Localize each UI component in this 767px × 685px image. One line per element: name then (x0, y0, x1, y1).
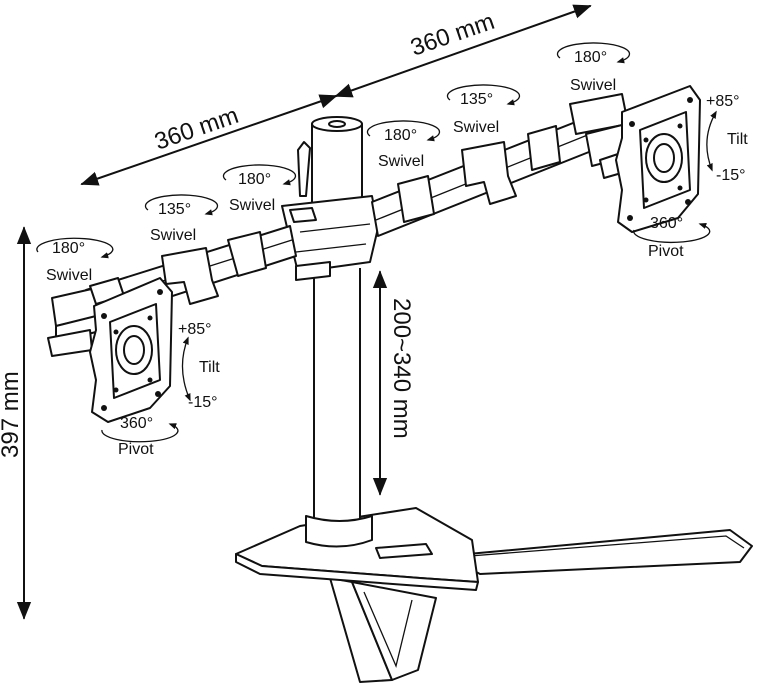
swivel-label-5: Swivel (453, 119, 499, 136)
swivel-callout-2: 135° Swivel (144, 194, 219, 244)
right-tilt-callout: +85° Tilt -15° (706, 93, 748, 184)
right-vesa-plate (615, 85, 701, 233)
swivel-label-1: Swivel (46, 267, 92, 284)
swivel-angle-5: 135° (460, 91, 493, 108)
right-tilt-up: +85° (706, 93, 740, 110)
swivel-callout-4: 180° Swivel (366, 120, 441, 170)
swivel-angle-2: 135° (158, 201, 191, 218)
width-left-label: 360 mm (151, 102, 242, 156)
right-tilt-down: -15° (716, 167, 746, 184)
left-tilt-callout: +85° Tilt -15° (178, 321, 220, 411)
swivel-callout-1: 180° Swivel (36, 237, 114, 284)
height-label: 397 mm (0, 371, 24, 458)
swivel-label-2: Swivel (150, 227, 196, 244)
swivel-label-4: Swivel (378, 153, 424, 170)
swivel-angle-6: 180° (574, 49, 607, 66)
right-pivot-label: Pivot (648, 243, 684, 260)
left-pivot-callout: 360° Pivot (101, 415, 179, 458)
width-right-label: 360 mm (407, 8, 498, 62)
left-pivot-label: Pivot (118, 441, 154, 458)
pole-range-label: 200~340 mm (388, 298, 415, 439)
pole-range-dimension: 200~340 mm (372, 270, 415, 496)
left-pivot-angle: 360° (120, 415, 153, 432)
swivel-angle-4: 180° (384, 127, 417, 144)
right-pivot-callout: 360° Pivot (633, 215, 711, 260)
swivel-angle-3: 180° (238, 171, 271, 188)
height-dimension: 397 mm (0, 226, 32, 620)
left-tilt-label: Tilt (199, 359, 220, 376)
right-pivot-angle: 360° (650, 215, 683, 232)
width-dimension-right: 360 mm (334, 4, 592, 98)
width-dimension-left: 360 mm (80, 94, 338, 186)
left-tilt-up: +85° (178, 321, 212, 338)
swivel-callout-3: 180° Swivel (222, 164, 297, 214)
swivel-label-3: Swivel (229, 197, 275, 214)
left-vesa-plate (89, 277, 173, 423)
center-clamp (281, 195, 379, 281)
swivel-label-6: Swivel (570, 77, 616, 94)
right-arm (371, 93, 633, 237)
right-tilt-label: Tilt (727, 131, 748, 148)
swivel-callout-6: 180° Swivel (556, 42, 631, 94)
swivel-angle-1: 180° (52, 240, 85, 257)
left-tilt-down: -15° (188, 394, 218, 411)
swivel-callout-5: 135° Swivel (446, 84, 521, 136)
pole (297, 116, 373, 548)
